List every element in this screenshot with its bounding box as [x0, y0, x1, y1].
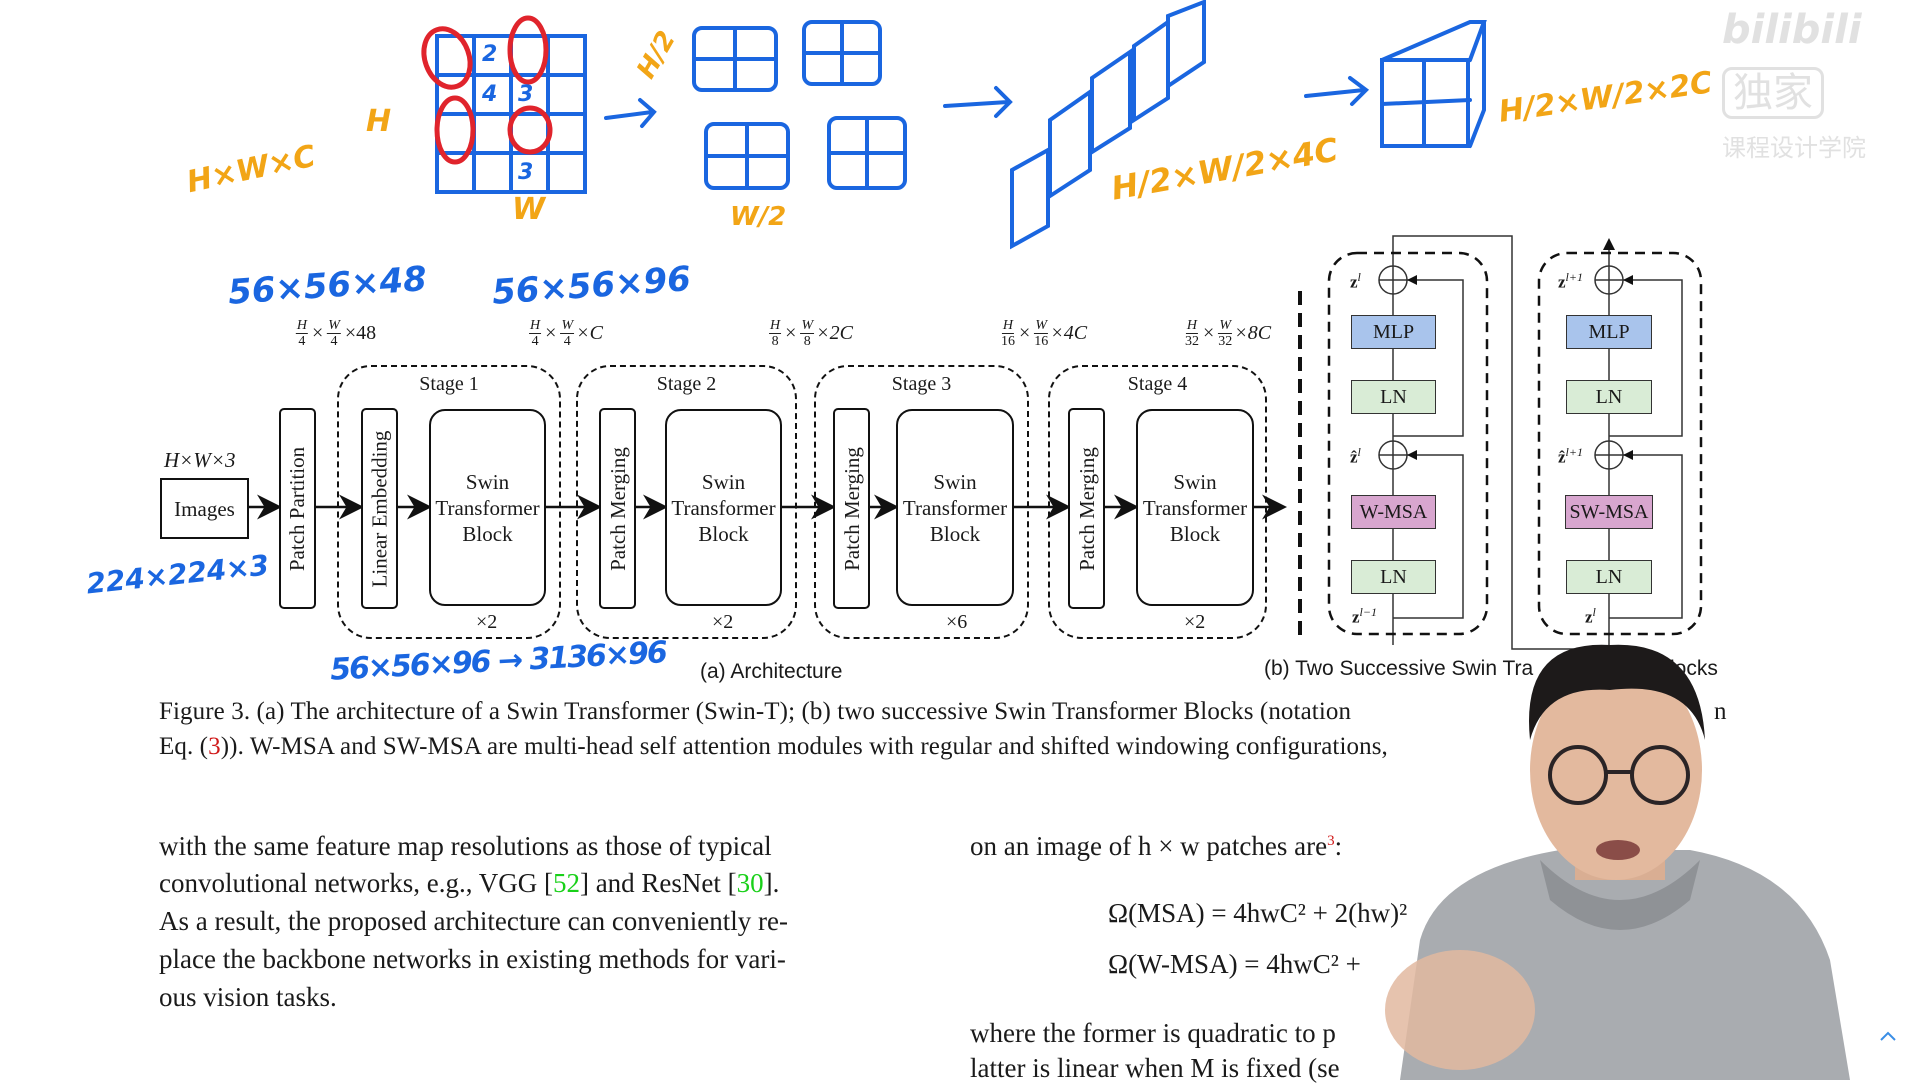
watermark: bilibili 独家 课程设计学院 [1722, 6, 1914, 163]
stacked-slabs-sketch [1010, 0, 1206, 250]
swin-block-line: Block [698, 521, 749, 546]
stage-label: Stage 4 [1127, 373, 1188, 395]
w-msa-block: W-MSA [1351, 495, 1436, 529]
swin-block-line: Transformer [1142, 495, 1248, 520]
patch-merging-box: Patch Merging [1068, 408, 1105, 609]
annotation-w: W [512, 192, 546, 227]
equation-msa: Ω(MSA) = 4hwC² + 2(hw)² [1108, 898, 1408, 928]
swin-block-line: Block [462, 521, 513, 546]
caption-architecture: (a) Architecture [700, 660, 843, 683]
mlp-block: MLP [1351, 315, 1436, 349]
body-line: latter is linear when M is fixed (se [970, 1053, 1340, 1083]
body-line: convolutional networks, e.g., VGG [52] a… [159, 868, 780, 898]
stage-label: Stage 1 [419, 373, 479, 395]
z-input-label: zl−1 [1352, 605, 1377, 627]
swin-block-line: Transformer [671, 495, 776, 520]
mlp-block: MLP [1566, 315, 1652, 349]
stage-2: Stage 2 ×2 [576, 365, 797, 639]
body-line: with the same feature map resolutions as… [159, 831, 772, 861]
ln-block: LN [1351, 560, 1436, 594]
stage-repeat: ×2 [476, 611, 498, 633]
grid-number: 2 [482, 42, 498, 67]
figure-caption-line2: Eq. (3)). W-MSA and SW-MSA are multi-hea… [159, 733, 1388, 760]
stage-1: Stage 1 ×2 [337, 365, 561, 639]
images-box: Images [160, 478, 249, 539]
caption-successive-blocks: (b) Two Successive Swin Tra [1264, 657, 1534, 680]
chevron-up-icon [1880, 1031, 1896, 1041]
linear-embedding-box: Linear Embedding [361, 408, 398, 609]
body-line: where the former is quadratic to p [970, 1018, 1336, 1048]
body-line: place the backbone networks in existing … [159, 944, 786, 974]
grid-number: 3 [518, 82, 534, 107]
stage-3: Stage 3 ×6 [814, 365, 1029, 639]
annotation-h: H [366, 104, 392, 139]
stage-repeat: ×2 [712, 611, 734, 633]
watermark-sub: 课程设计学院 [1722, 134, 1866, 162]
sw-msa-block: SW-MSA [1565, 495, 1653, 529]
block-b-outline [1537, 251, 1703, 636]
split-grids-sketch [692, 20, 907, 190]
z-input-label: zl [1585, 605, 1596, 627]
swin-block-line: Block [1169, 521, 1221, 546]
ln-block: LN [1351, 380, 1436, 414]
patch-merging-box: Patch Merging [833, 408, 870, 609]
swin-block-line: Swin [1173, 469, 1217, 494]
block-a-outline [1327, 251, 1489, 636]
z-hat-label: ẑl+1 [1558, 445, 1583, 467]
patch-merging-box: Patch Merging [599, 408, 636, 609]
cube-sketch [1380, 20, 1487, 148]
z-label: zl+1 [1558, 270, 1583, 292]
stage-repeat: ×2 [1184, 611, 1206, 633]
ln-block: LN [1566, 380, 1652, 414]
citation-link[interactable]: 52 [552, 868, 580, 898]
figure-caption-line1: Figure 3. (a) The architecture of a Swin… [159, 698, 1352, 725]
equation-ref-link[interactable]: 3 [208, 733, 221, 760]
swin-block-line: Transformer [902, 495, 1008, 520]
input-dim-label: H×W×3 [164, 448, 236, 472]
grid-number: 3 [518, 160, 534, 185]
annotation-w2: W/2 [730, 202, 787, 232]
body-line: on an image of h × w patches are3: [970, 831, 1343, 861]
swin-block-line: Swin [465, 469, 510, 494]
watermark-brand: bilibili [1722, 7, 1862, 53]
equation-w-msa: Ω(W-MSA) = 4hwC² + [1108, 949, 1361, 979]
body-line: ous vision tasks. [159, 982, 337, 1012]
patch-partition-box: Patch Partition [279, 408, 316, 609]
z-hat-label: ẑl [1350, 445, 1361, 467]
red-circles-sketch [421, 15, 553, 165]
images-label: Images [174, 496, 235, 521]
swin-block-line: Block [929, 521, 981, 546]
figure-caption-line1-tail: n [1714, 698, 1727, 725]
scroll-to-top-button[interactable] [1876, 1024, 1900, 1048]
ln-block: LN [1566, 560, 1652, 594]
stage-repeat: ×6 [946, 611, 968, 633]
swin-block-line: Transformer [435, 495, 540, 520]
arrow-sketches [604, 76, 1370, 128]
stage-label: Stage 2 [656, 373, 717, 395]
stage-label: Stage 3 [891, 373, 952, 395]
body-line: As a result, the proposed architecture c… [159, 906, 788, 936]
citation-link[interactable]: 30 [736, 868, 764, 898]
grid-number: 4 [482, 82, 498, 107]
z-label: zl [1350, 270, 1361, 292]
watermark-tag: 独家 [1722, 67, 1824, 119]
swin-block-line: Swin [933, 469, 977, 494]
swin-block-line: Swin [701, 469, 746, 494]
stage-4: Stage 4 ×2 [1048, 365, 1267, 639]
